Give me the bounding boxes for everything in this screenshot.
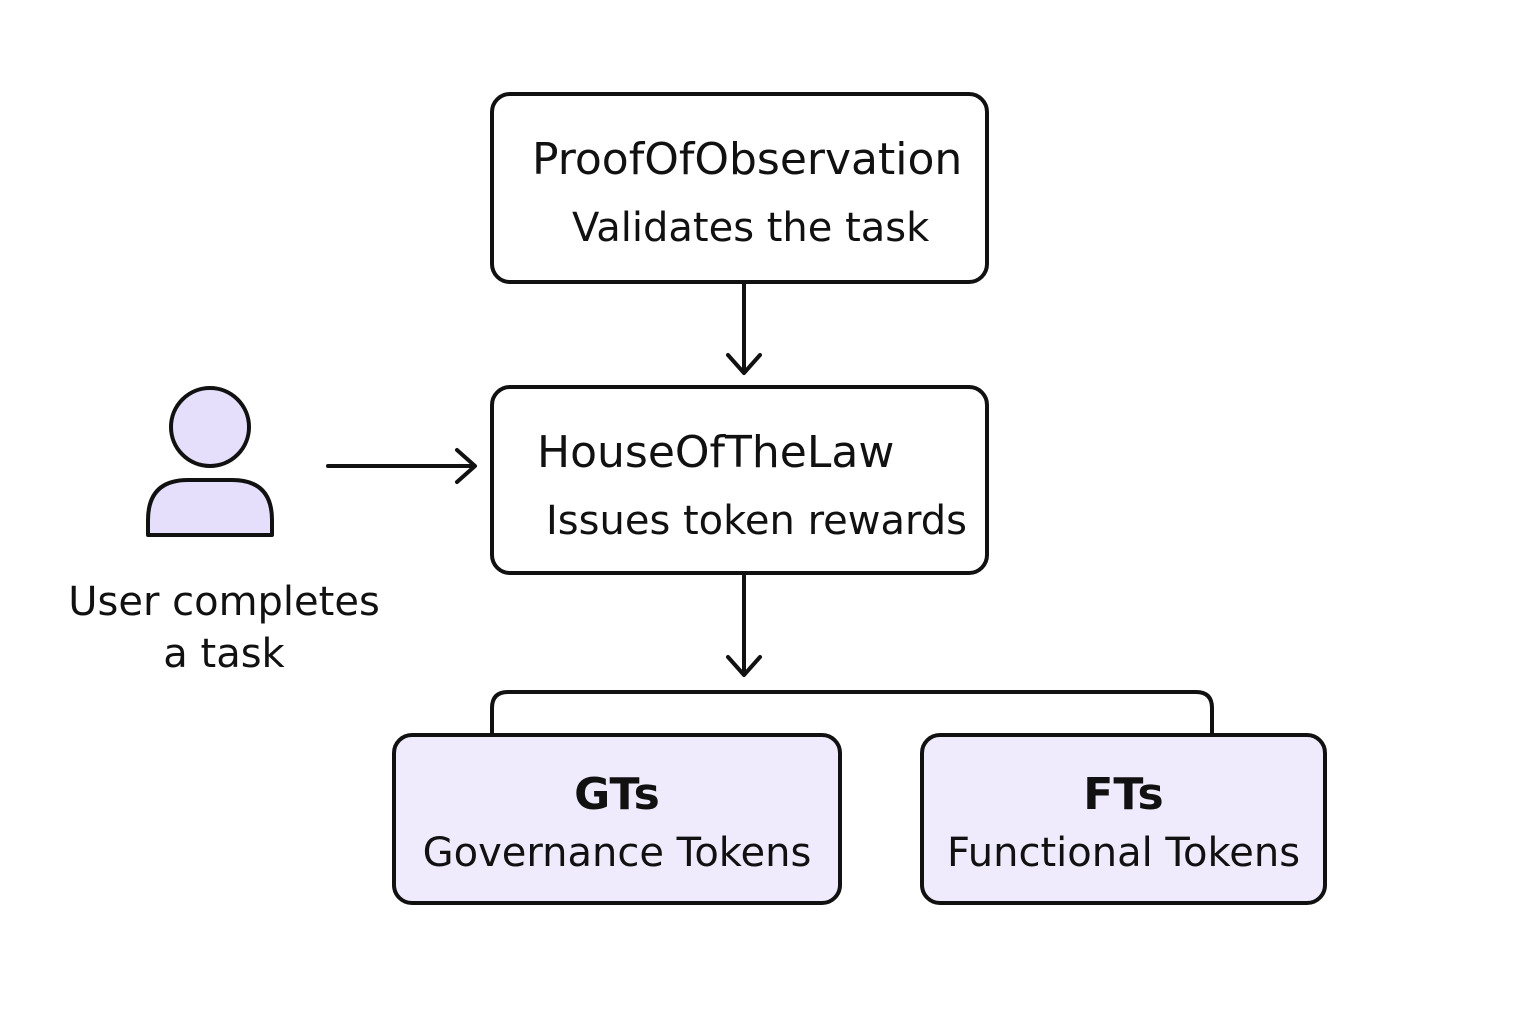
node-subtitle: Governance Tokens (422, 830, 812, 876)
node-title: ProofOfObservation (532, 134, 963, 185)
node-title: HouseOfTheLaw (537, 427, 895, 478)
token-branch-bracket (490, 690, 1214, 735)
arrow-proof-to-house (726, 282, 762, 375)
node-subtitle: Issues token rewards (546, 498, 967, 544)
node-proof-of-observation: ProofOfObservation Validates the task (490, 92, 989, 284)
node-gts: GTs Governance Tokens (392, 733, 842, 905)
node-subtitle: Functional Tokens (946, 830, 1301, 876)
arrow-house-to-tokens (726, 574, 762, 677)
node-title: GTs (574, 769, 660, 820)
node-house-of-the-law: HouseOfTheLaw Issues token rewards (490, 385, 989, 575)
node-title: FTs (1083, 769, 1164, 820)
arrow-user-to-house (326, 448, 477, 484)
user-label-line-1: User completes (68, 579, 380, 625)
user-icon (146, 386, 274, 537)
user-label: User completes a task (44, 576, 404, 680)
node-subtitle: Validates the task (572, 205, 930, 251)
user-label-line-2: a task (163, 631, 285, 677)
node-fts: FTs Functional Tokens (920, 733, 1327, 905)
